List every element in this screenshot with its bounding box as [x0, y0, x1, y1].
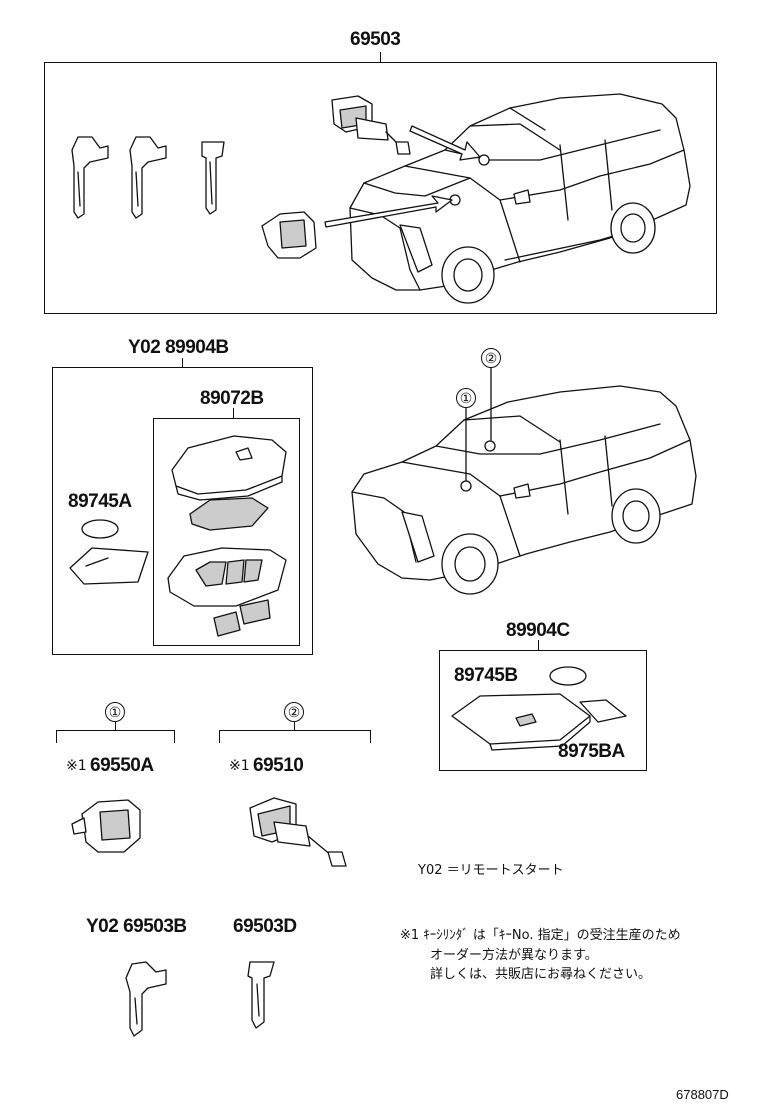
cylinder-69550a-drawing: [71, 799, 141, 853]
transmitter-housing-frame: [153, 418, 300, 646]
mechanical-keys-top: [71, 136, 225, 219]
transmitter-housing-drawing: [167, 435, 287, 637]
label-cylinder-2: 69510: [253, 755, 304, 776]
car-circle-2: ②: [481, 348, 501, 368]
mark-cylinder-1: ※1: [66, 758, 87, 774]
main-set-leader: [380, 52, 382, 63]
cylinder-set-top: [261, 95, 411, 259]
y02-legend: Y02 ＝リモートスタート: [418, 863, 564, 878]
label-sheet: 8975BA: [558, 741, 625, 762]
transmitter-set-leader: [182, 358, 184, 368]
car-circle-1: ①: [456, 388, 476, 408]
bracket-1-stem: [115, 722, 117, 731]
label-battery-b: 89745B: [454, 665, 518, 686]
label-key-b: Y02 69503B: [86, 916, 187, 937]
footnote-line-3: 詳しくは、共販店にお尋ねください。: [430, 967, 652, 982]
label-cylinder-1: 69550A: [90, 755, 154, 776]
battery-set-leader: [538, 640, 540, 651]
transmitter-housing-leader: [233, 408, 235, 419]
bracket-1-left: [56, 730, 58, 743]
bracket-2-stem: [294, 722, 296, 731]
label-key-d: 69503D: [233, 916, 297, 937]
key-69503b-drawing: [125, 961, 167, 1037]
footnote-line-1: ※1 ｷｰｼﾘﾝﾀﾞ は「ｷｰNo. 指定」の受注生産のため: [400, 928, 681, 943]
bracket-1-right: [174, 730, 176, 743]
label-transmitter-housing: 89072B: [200, 388, 264, 409]
vehicle-illustration-top: [324, 93, 691, 304]
mark-cylinder-2: ※1: [229, 758, 250, 774]
cylinder-69510-drawing: [249, 797, 347, 867]
label-battery-a: 89745A: [68, 491, 132, 512]
label-transmitter-set: Y02 89904B: [128, 337, 229, 358]
battery-set-frame: [439, 650, 647, 771]
label-battery-set: 89904C: [506, 620, 570, 641]
bracket-2-right: [370, 730, 372, 743]
figure-id: 678807D: [676, 1087, 729, 1102]
circle-1: ①: [105, 702, 125, 722]
battery-a-drawing: [69, 519, 149, 585]
vehicle-illustration-middle: [351, 367, 697, 595]
footnote-line-2: オーダー方法が異なります。: [430, 948, 598, 963]
key-69503d-drawing: [247, 961, 275, 1029]
circle-2: ②: [284, 702, 304, 722]
bracket-2-left: [219, 730, 221, 743]
label-main-set: 69503: [350, 29, 401, 50]
battery-set-drawing: [451, 666, 627, 751]
